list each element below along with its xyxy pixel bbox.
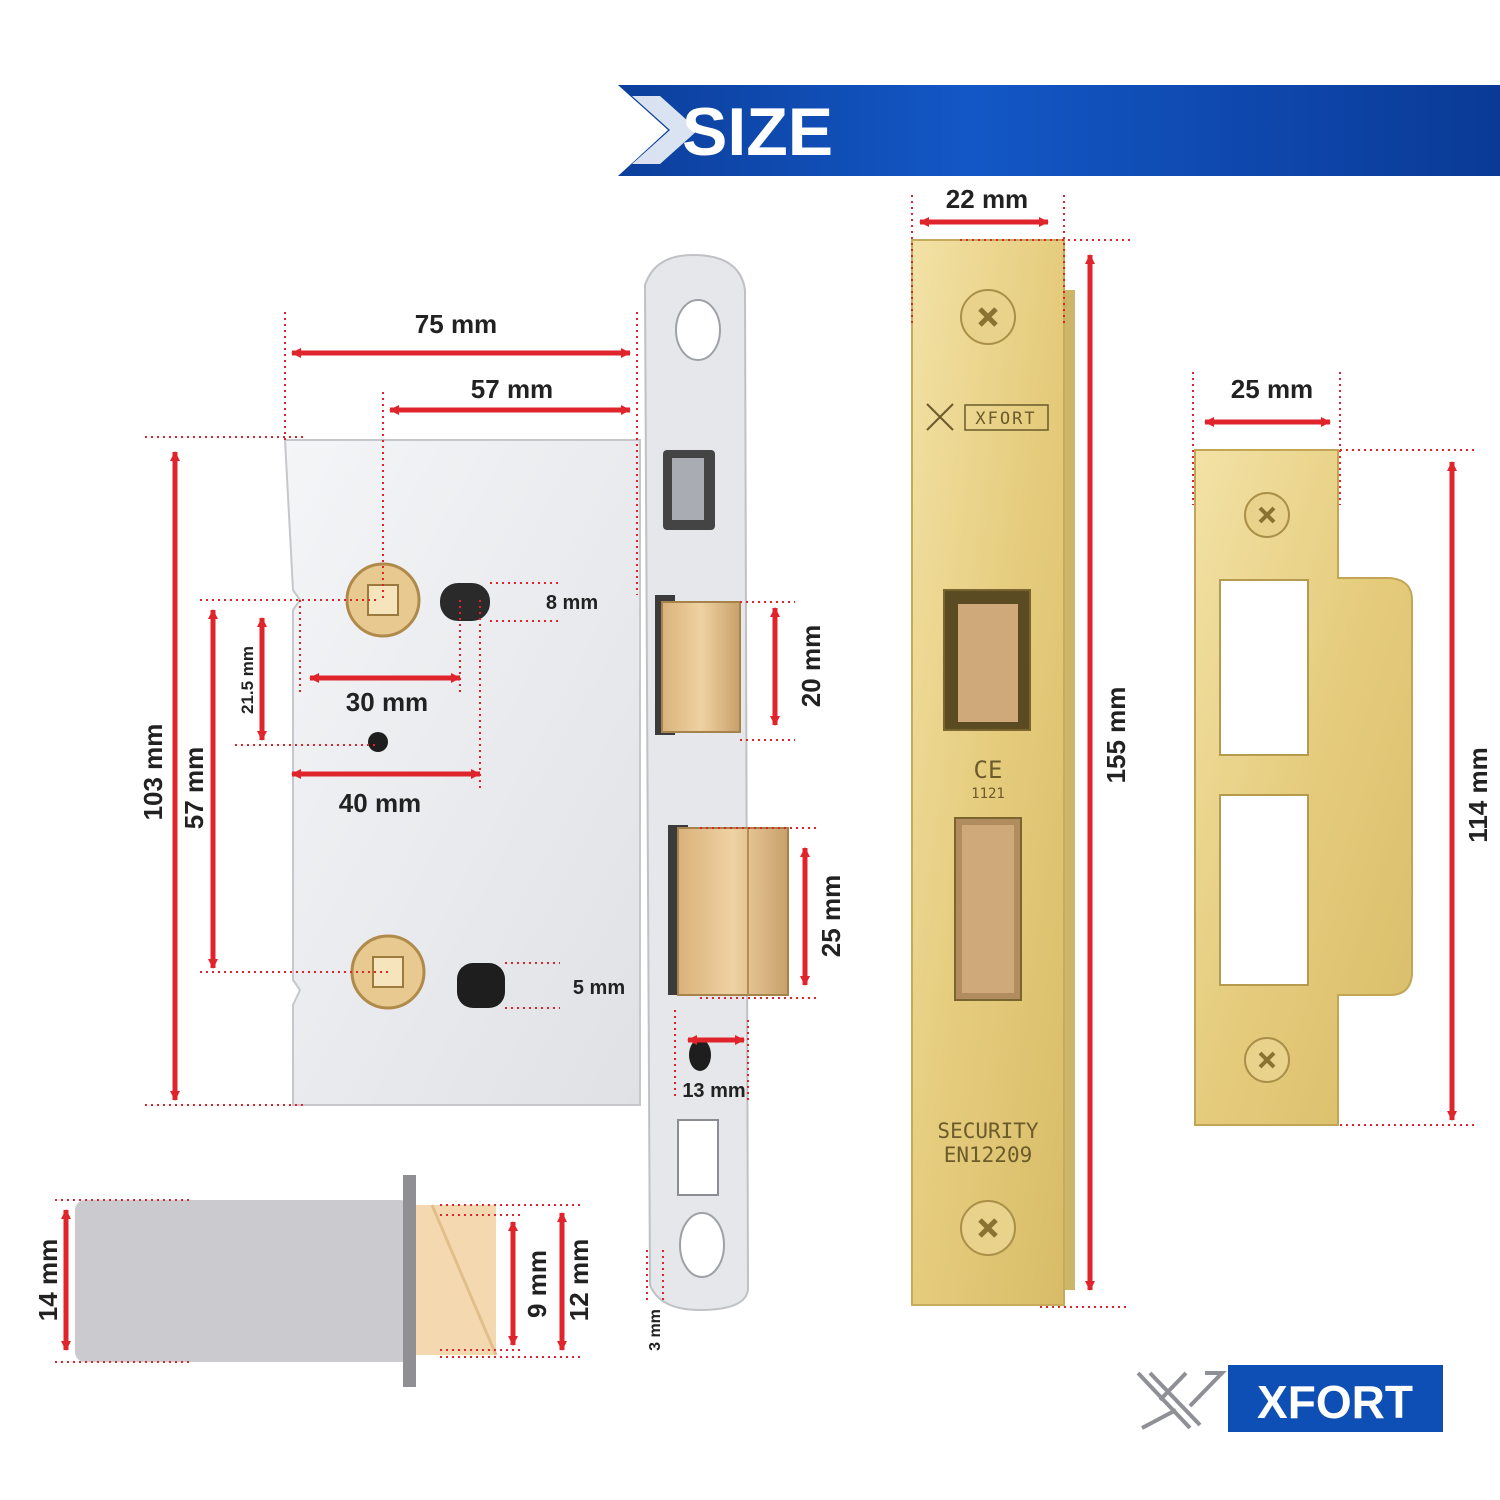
label-slot-bottom: 5 mm <box>573 977 625 999</box>
dimension-labels: 75 mm 57 mm 103 mm 57 mm 21.5 mm 30 mm 4… <box>33 184 1493 1351</box>
extension-lines <box>55 195 1475 1363</box>
size-banner: SIZE <box>618 85 1500 176</box>
lock-body <box>283 253 789 1312</box>
label-bolt-outer: 12 mm <box>564 1239 594 1321</box>
faceplate: XFORT CE 1121 SECURITY EN12209 <box>911 239 1075 1306</box>
label-deadbolt-height: 25 mm <box>816 875 846 957</box>
label-deadbolt-throw: 13 mm <box>682 1080 745 1102</box>
bolt-side-view <box>75 1175 498 1387</box>
cert-number: 1121 <box>971 786 1005 802</box>
label-body-height: 103 mm <box>138 724 168 821</box>
label-bolt-body: 14 mm <box>33 1239 63 1321</box>
label-slot-top: 8 mm <box>546 592 598 614</box>
label-backset: 57 mm <box>471 374 553 404</box>
banner-title: SIZE <box>682 94 833 170</box>
security-line: SECURITY <box>937 1119 1039 1143</box>
label-slot-offset: 40 mm <box>339 788 421 818</box>
chevron-icon <box>632 96 698 164</box>
label-small-vertical: 21.5 mm <box>238 646 257 714</box>
label-plate-thickness: 3 mm <box>647 1309 664 1351</box>
label-strike-width: 25 mm <box>1231 374 1313 404</box>
label-latch-height: 20 mm <box>796 625 826 707</box>
label-spindle-center: 57 mm <box>179 747 209 829</box>
label-body-width: 75 mm <box>415 309 497 339</box>
faceplate-brand: XFORT <box>975 409 1036 429</box>
ce-mark: CE <box>974 756 1003 784</box>
bottom-slot <box>677 1119 719 1196</box>
screw-hole-bottom <box>679 1212 725 1278</box>
label-bolt-inner: 9 mm <box>522 1250 552 1318</box>
xfort-x-icon <box>1136 1371 1227 1430</box>
label-spindle-offset: 30 mm <box>346 687 428 717</box>
xfort-mark-icon <box>926 403 954 431</box>
logo-text: XFORT <box>1257 1376 1413 1428</box>
dimension-lines <box>61 217 1457 1351</box>
screw-hole-top <box>675 299 721 361</box>
xfort-logo: XFORT <box>1136 1365 1443 1432</box>
deadbolt <box>677 827 789 996</box>
latch-bolt <box>661 601 741 733</box>
standard-line: EN12209 <box>944 1143 1033 1167</box>
label-strike-height: 114 mm <box>1463 747 1493 842</box>
strike-plate <box>1194 449 1413 1126</box>
label-faceplate-width: 22 mm <box>946 184 1028 214</box>
label-faceplate-height: 155 mm <box>1101 687 1131 784</box>
